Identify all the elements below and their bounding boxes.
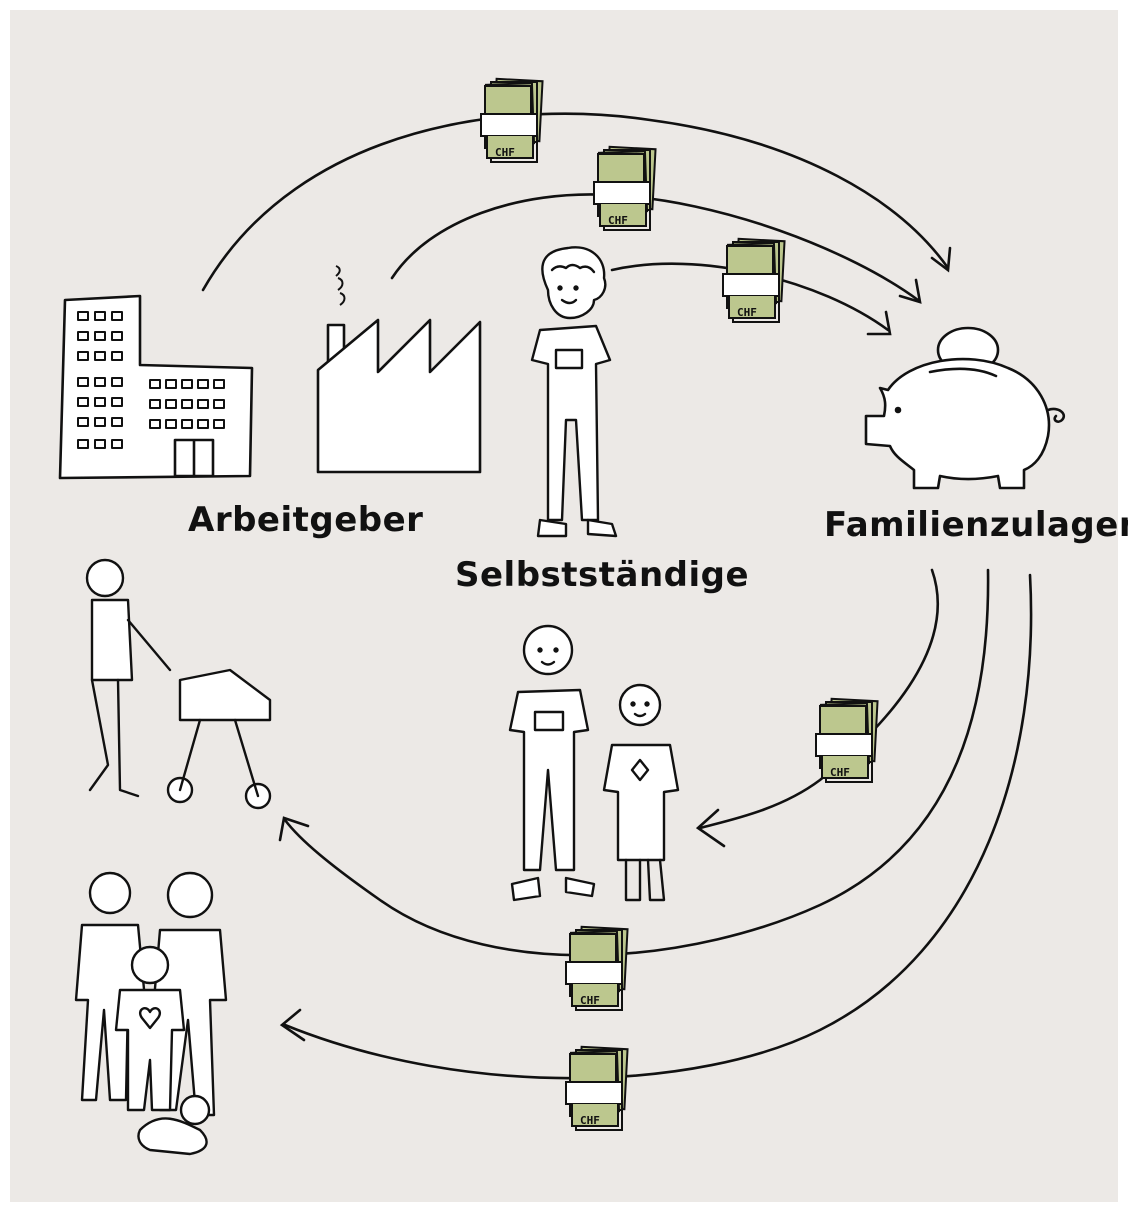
money-bundle-5: CHF (565, 925, 629, 1011)
svg-text:CHF: CHF (737, 306, 757, 319)
self-employed-person-icon (530, 246, 618, 538)
money-bundle-4: CHF (815, 697, 879, 783)
parent-with-stroller-icon (85, 558, 272, 810)
money-bundle-2: CHF (593, 145, 657, 231)
svg-text:CHF: CHF (580, 994, 600, 1007)
office-building-icon (58, 294, 254, 480)
family-allowances-label: Familienzulagen (824, 505, 1128, 545)
family-group-icon (74, 871, 228, 1156)
money-bundle-1: CHF (480, 77, 544, 163)
self-employed-label: Selbstständige (455, 555, 750, 595)
bundle-currency-label: CHF (495, 146, 515, 159)
payout-arrows (278, 568, 1033, 1080)
svg-text:CHF: CHF (580, 1114, 600, 1127)
factory-icon (316, 265, 482, 474)
employer-label: Arbeitgeber (188, 500, 424, 540)
svg-text:CHF: CHF (830, 766, 850, 779)
money-bundle-3: CHF (722, 237, 786, 323)
svg-text:CHF: CHF (608, 214, 628, 227)
parent-with-child-icon (508, 624, 680, 902)
money-bundle-6: CHF (565, 1045, 629, 1131)
piggy-bank-icon (864, 326, 1066, 490)
